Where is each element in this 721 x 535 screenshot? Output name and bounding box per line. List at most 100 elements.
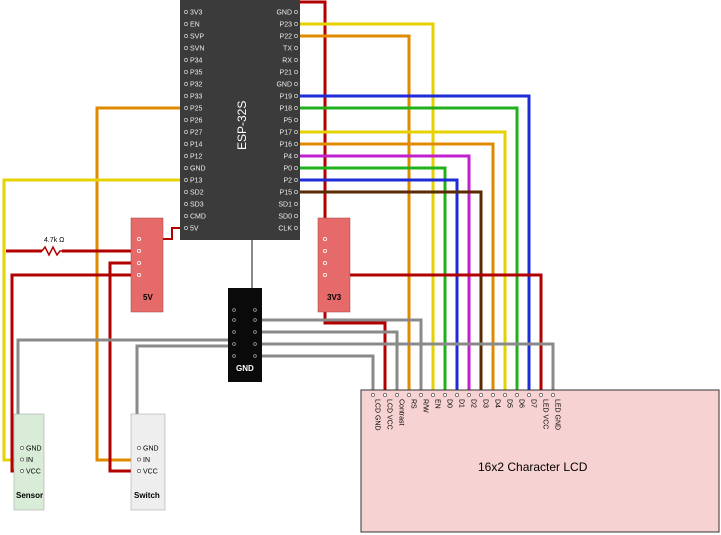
lcd-pin-d1-dot xyxy=(455,393,459,397)
lcd-pin-lcd-vcc: LCD VCC xyxy=(386,399,393,430)
lcd-pin-en: EN xyxy=(434,399,441,409)
lcd-pin-d7-dot xyxy=(527,393,531,397)
lcd-pin-d3: D3 xyxy=(482,399,489,408)
rail-gnd-contact xyxy=(232,342,236,346)
wire-gnd-ledgnd xyxy=(255,342,555,392)
switch-pin-vcc: VCC xyxy=(143,469,158,476)
rail-3v3-contacts xyxy=(322,236,327,277)
lcd-pin-led-gnd: LED GND xyxy=(554,399,561,430)
wire-p17-d5 xyxy=(296,130,507,392)
lcd-pin-d5: D5 xyxy=(506,399,513,408)
rail-gnd-contact xyxy=(232,318,236,322)
rail5-dots-contact xyxy=(136,260,141,265)
esp32-pin-tx-dot xyxy=(294,46,298,50)
esp32-pin-p25: P25 xyxy=(190,106,203,113)
sensor-pin-gnd: GND xyxy=(26,446,42,453)
esp32-pin-svp-dot xyxy=(184,34,188,38)
esp32-pin-p34: P34 xyxy=(190,58,203,65)
lcd-pin-contrast: Contrast xyxy=(398,399,405,426)
resistor: 4.7k Ω xyxy=(41,237,64,257)
lcd-pin-d1: D1 xyxy=(458,399,465,408)
lcd-pin-d6: D6 xyxy=(518,399,525,408)
wire-5v-switch-vcc xyxy=(108,261,139,473)
esp32-pin-3v3-dot xyxy=(184,10,188,14)
esp32-pin-p2: P2 xyxy=(283,178,292,185)
esp32-pin-p13: P13 xyxy=(190,178,203,185)
wire-p16-d4 xyxy=(296,142,495,392)
esp32-pin-sd1: SD1 xyxy=(278,202,292,209)
esp32-pin-en: EN xyxy=(190,22,200,29)
sensor-pin-gnd-dot xyxy=(20,446,24,450)
rail-gnd-contact xyxy=(232,330,236,334)
sensor-pin-vcc-dot xyxy=(20,469,24,473)
lcd-pin-d6-dot xyxy=(515,393,519,397)
esp32-pin-sd2-dot xyxy=(184,190,188,194)
esp32-pin-p22-dot xyxy=(294,34,298,38)
esp32-pin-clk: CLK xyxy=(278,226,292,233)
esp32-right-pins: GNDP23P22TXRXP21GNDP19P18P5P17P16P4P0P2P… xyxy=(276,10,298,233)
esp32-pin-cmd-dot xyxy=(184,214,188,218)
esp32-pin-p17: P17 xyxy=(280,130,293,137)
esp32-pin-p15-dot xyxy=(294,190,298,194)
switch-pin-in: IN xyxy=(143,457,150,464)
lcd-pin-r-w: R/W xyxy=(422,399,429,413)
esp32-pin-en-dot xyxy=(184,22,188,26)
esp32-pin-p35-dot xyxy=(184,70,188,74)
lcd-pin-d3-dot xyxy=(479,393,483,397)
lcd-pin-lcd-gnd-dot xyxy=(371,393,375,397)
esp32-pin-gnd-dot xyxy=(184,166,188,170)
lcd-body xyxy=(360,389,720,533)
rail-5v-body xyxy=(130,217,164,313)
rail-gnd-contact xyxy=(253,330,257,334)
wire-p15-d3 xyxy=(296,190,483,392)
wire-p22-rs xyxy=(296,34,411,392)
esp32-pin-gnd-dot xyxy=(294,10,298,14)
rail-gnd-label: GND xyxy=(236,364,254,373)
rail-gnd-contact xyxy=(253,308,257,312)
esp32-pin-p33: P33 xyxy=(190,94,203,101)
wire-3v3-ledvcc xyxy=(325,273,543,392)
rail-gnd-contact xyxy=(232,308,236,312)
esp32-pin-svn: SVN xyxy=(190,46,204,53)
esp32-pin-p19-dot xyxy=(294,94,298,98)
lcd-pin-lcd-vcc-dot xyxy=(383,393,387,397)
sensor-body xyxy=(13,413,45,511)
lcd-pin-led-gnd-dot xyxy=(551,393,555,397)
switch-pin-gnd: GND xyxy=(143,446,159,453)
esp32-name: ESP-32S xyxy=(235,101,249,150)
rail5-dots-contact xyxy=(136,248,141,253)
lcd-pin-rs-dot xyxy=(407,393,411,397)
sensor-pin-in: IN xyxy=(26,457,33,464)
lcd-pin-led-vcc: LED VCC xyxy=(542,399,549,429)
lcd-pin-d4-dot xyxy=(491,393,495,397)
esp32-pin-p32: P32 xyxy=(190,82,203,89)
rail3-dots-contact xyxy=(322,272,327,277)
rail-3v3-body xyxy=(317,217,351,313)
esp32-pin-5v-dot xyxy=(184,226,188,230)
switch-body xyxy=(130,413,166,511)
esp32-left-pins: 3V3ENSVPSVNP34P35P32P33P25P26P27P14P12GN… xyxy=(184,10,206,233)
esp32-pin-rx-dot xyxy=(294,58,298,62)
esp32-pin-p0-dot xyxy=(294,166,298,170)
rail5-dots-contact xyxy=(136,272,141,277)
wire-gnd-sensor xyxy=(16,338,231,450)
lcd-pin-led-vcc-dot xyxy=(539,393,543,397)
lcd-pin-rs: RS xyxy=(410,399,417,409)
esp32-pin-gnd: GND xyxy=(276,82,292,89)
esp32-pin-sd1-dot xyxy=(294,202,298,206)
wire-p4-d2 xyxy=(296,154,471,392)
resistor-label: 4.7k Ω xyxy=(44,237,64,244)
esp32-pin-p0: P0 xyxy=(283,166,292,173)
esp32-pin-p35: P35 xyxy=(190,70,203,77)
wire-gnd-rw xyxy=(255,318,423,392)
rail5-dots-contact xyxy=(136,236,141,241)
rail-gnd-contact xyxy=(253,342,257,346)
esp32-pin-sd3-dot xyxy=(184,202,188,206)
esp32-pin-p14: P14 xyxy=(190,142,203,149)
esp32-pin-p16: P16 xyxy=(280,142,293,149)
esp32-pin-sd2: SD2 xyxy=(190,190,204,197)
